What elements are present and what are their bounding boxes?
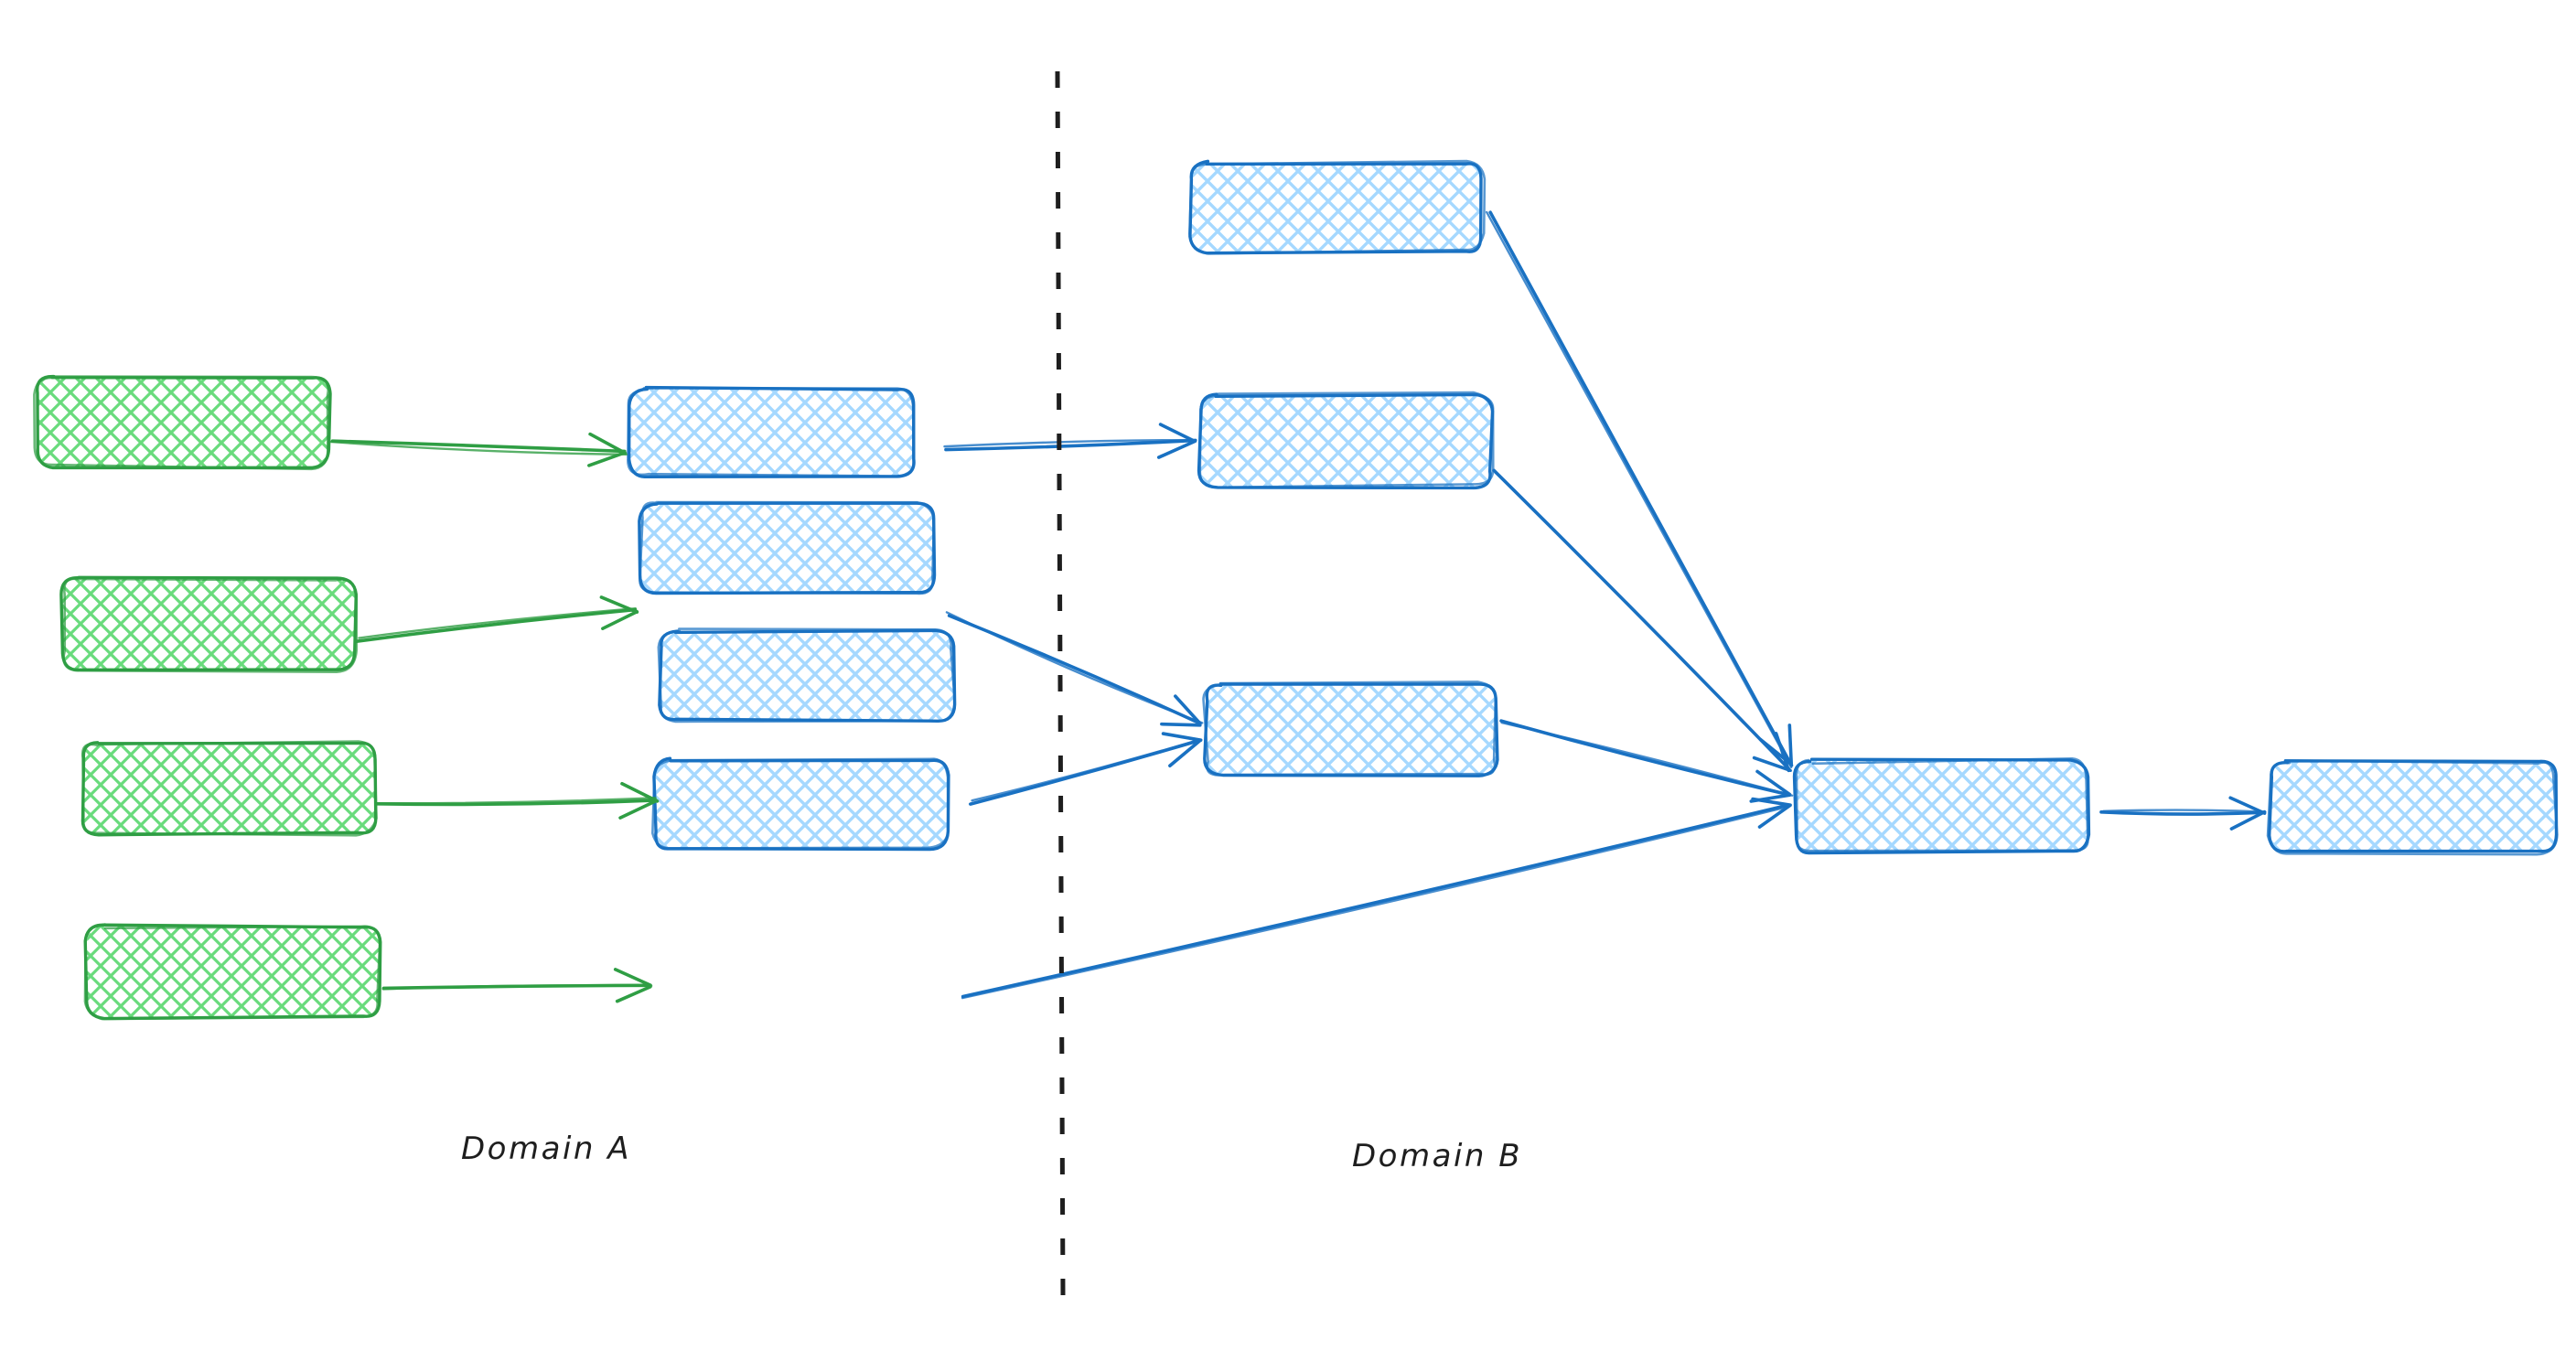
edge-b1-c2[interactable] (943, 423, 1197, 459)
node-fill (655, 759, 948, 849)
node-outline (83, 923, 381, 1021)
node-outline (80, 740, 378, 837)
edge-line (381, 984, 653, 991)
node-outline (1795, 756, 2089, 852)
node-fill (82, 743, 375, 834)
edge-b2-c3[interactable] (945, 611, 1204, 727)
edge-c1-d1[interactable] (1485, 210, 1794, 769)
edge-a2-b2[interactable] (353, 595, 639, 644)
edge-line (358, 606, 637, 639)
arrowhead (1774, 732, 1791, 773)
node-outline (639, 500, 936, 595)
edge-c3-d1[interactable] (1499, 719, 1794, 803)
edge-line (1488, 210, 1794, 767)
edge-line (961, 805, 1789, 1000)
edge-line (353, 607, 638, 644)
node-outline (33, 375, 330, 471)
arrowhead (1160, 722, 1202, 727)
edges-layer (328, 210, 2267, 1003)
arrowhead (1174, 694, 1202, 725)
arrowhead (601, 610, 639, 630)
arrowhead (1158, 423, 1196, 443)
edge-line (1485, 210, 1793, 769)
node-a4[interactable] (83, 923, 382, 1021)
edge-b4-d1[interactable] (961, 797, 1792, 1000)
node-a1[interactable] (33, 374, 332, 471)
node-c1[interactable] (1188, 159, 1487, 255)
node-outline (1188, 159, 1487, 255)
edge-line (944, 438, 1197, 452)
edge-line (328, 440, 628, 456)
node-fill (660, 631, 953, 721)
node-fill (37, 377, 329, 466)
node-outline (657, 627, 957, 724)
node-outline (651, 757, 950, 850)
node-b1[interactable] (627, 385, 916, 479)
edge-line (330, 439, 627, 454)
node-fill (1191, 163, 1482, 252)
domain-b-label: Domain B (1352, 1138, 1523, 1174)
edge-line (1500, 721, 1794, 797)
edge-a1-b1[interactable] (328, 432, 628, 467)
node-c2[interactable] (1197, 391, 1495, 490)
domain-divider-line (1055, 70, 1066, 1296)
edge-line (945, 611, 1204, 724)
edge-line (375, 797, 657, 805)
edge-a3-b3[interactable] (374, 781, 660, 820)
arrowhead (615, 985, 652, 1003)
node-outline (2266, 759, 2559, 856)
arrowhead (613, 968, 652, 987)
node-fill (1795, 761, 2088, 852)
edge-line (971, 738, 1201, 802)
edge-a4-b4[interactable] (381, 968, 653, 1003)
edge-line (943, 438, 1195, 448)
arrowhead (2229, 809, 2267, 831)
arrowhead (1161, 732, 1203, 742)
nodes-layer (33, 159, 2559, 1021)
node-c3[interactable] (1202, 681, 1499, 777)
arrowhead (1755, 769, 1792, 797)
arrowhead (620, 781, 660, 803)
node-fill (87, 926, 380, 1017)
node-e1[interactable] (2266, 759, 2559, 856)
node-fill (1206, 684, 1497, 776)
node-outline (62, 577, 359, 673)
node-fill (2270, 761, 2556, 852)
arrowhead (1749, 793, 1792, 803)
arrowhead (1787, 724, 1794, 767)
node-b4[interactable] (651, 756, 950, 852)
node-outline (627, 387, 915, 477)
edge-line (2102, 809, 2267, 813)
arrowhead (588, 432, 628, 456)
arrowhead (2228, 796, 2267, 815)
edge-line (2099, 810, 2266, 816)
node-fill (640, 503, 933, 593)
edge-line (1494, 471, 1792, 772)
edge-c2-d1[interactable] (1492, 468, 1792, 773)
arrowhead (587, 451, 627, 467)
edge-b3-c3[interactable] (969, 732, 1203, 806)
arrowhead (1156, 439, 1197, 459)
node-b2[interactable] (638, 500, 937, 595)
edge-d1-e1[interactable] (2099, 796, 2267, 831)
arrowhead (1752, 756, 1792, 772)
edge-line (961, 803, 1790, 999)
node-fill (62, 578, 355, 670)
node-a3[interactable] (80, 740, 378, 837)
arrowhead (618, 799, 658, 820)
node-fill (629, 389, 915, 477)
divider-layer (1055, 70, 1066, 1296)
arrowhead (599, 595, 639, 614)
node-fill (1200, 395, 1491, 487)
node-d1[interactable] (1792, 756, 2091, 855)
node-outline (1198, 391, 1495, 489)
node-a2[interactable] (59, 575, 359, 673)
arrowhead (1757, 803, 1792, 829)
arrowhead (1168, 739, 1202, 767)
node-b3[interactable] (657, 627, 957, 724)
node-outline (1202, 681, 1497, 777)
domain-a-label: Domain A (461, 1131, 631, 1167)
